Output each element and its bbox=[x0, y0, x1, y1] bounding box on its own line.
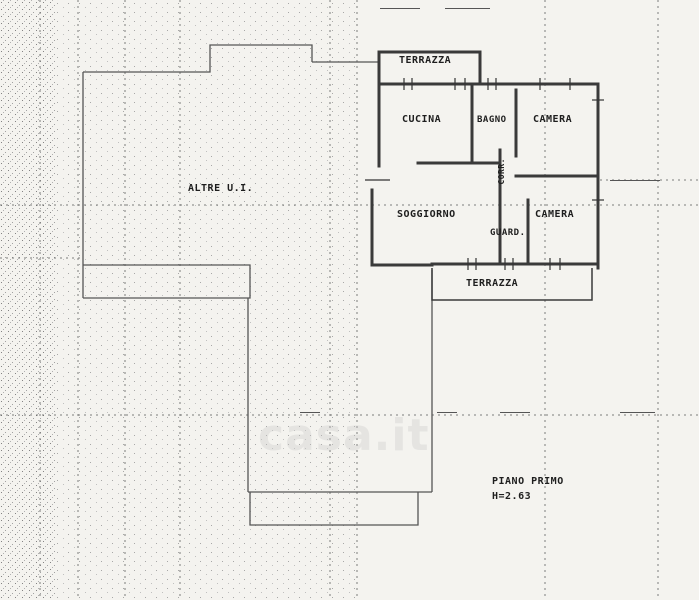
floor-height: H=2.63 bbox=[492, 491, 532, 502]
room-label-terrazza-bottom: TERRAZZA bbox=[466, 278, 519, 289]
window-marks bbox=[365, 78, 604, 270]
room-label-cucina: CUCINA bbox=[402, 114, 442, 125]
scan-noise-field bbox=[55, 0, 355, 600]
scan-noise-left bbox=[0, 0, 55, 600]
watermark: casa.it bbox=[258, 410, 430, 461]
room-label-soggiorno: SOGGIORNO bbox=[397, 209, 456, 220]
scan-marks bbox=[300, 8, 660, 413]
room-label-terrazza-top: TERRAZZA bbox=[399, 55, 452, 66]
room-label-guard: GUARD. bbox=[490, 228, 526, 238]
room-label-camera-1: CAMERA bbox=[533, 114, 573, 125]
room-label-altre: ALTRE U.I. bbox=[188, 183, 254, 194]
room-label-corr: CORR. bbox=[497, 158, 506, 185]
other-units-outline bbox=[82, 44, 433, 526]
room-label-bagno: BAGNO bbox=[477, 115, 507, 125]
floor-name: PIANO PRIMO bbox=[492, 476, 564, 487]
bottom-terrace-outline bbox=[431, 268, 593, 301]
apartment-walls bbox=[370, 50, 600, 270]
room-label-camera-2: CAMERA bbox=[535, 209, 575, 220]
